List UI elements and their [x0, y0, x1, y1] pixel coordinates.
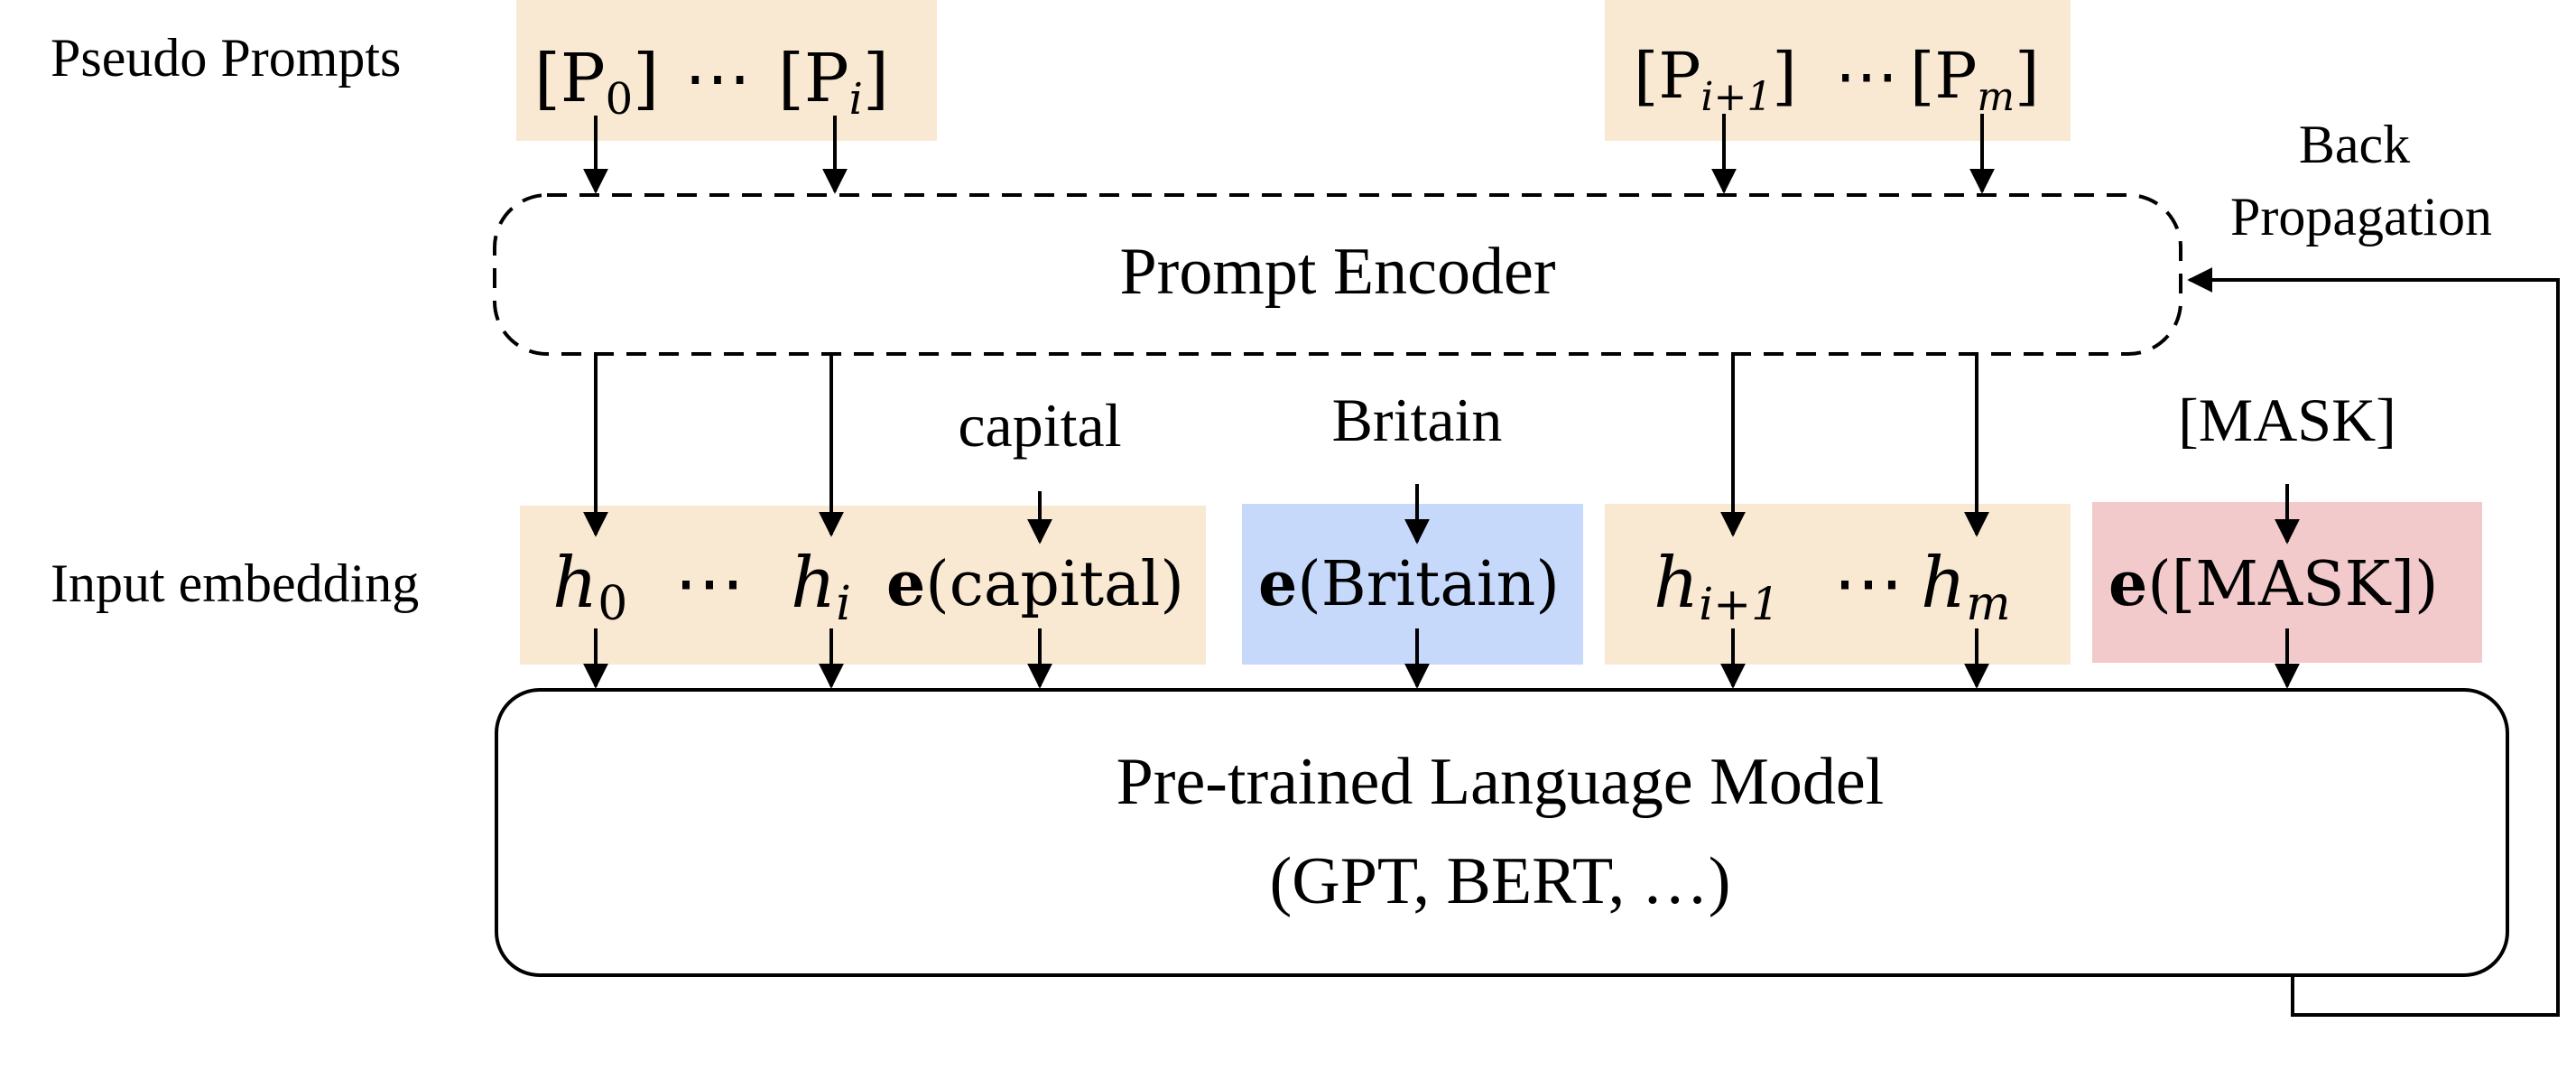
- back-propagation-line-2: Propagation: [2230, 187, 2492, 247]
- embedding-box-prompt-right: [1605, 504, 2071, 665]
- embedding-hm: hm: [1921, 543, 2011, 631]
- pseudo-prompt-box-left: [516, 0, 937, 141]
- prompt-encoder-box: [493, 193, 2182, 356]
- embedding-dots-right: ⋯: [1833, 543, 1904, 624]
- embedding-e-capital: e(capital): [886, 548, 1184, 620]
- arrows-words-to-embeddings: [1027, 484, 2300, 544]
- back-propagation-line-1: Back: [2299, 115, 2410, 174]
- language-model-box: [495, 688, 2509, 977]
- pseudo-token-dots-left: ⋯: [684, 40, 751, 117]
- word-capital: capital: [958, 391, 1121, 460]
- pseudo-prompt-box-right: [1605, 0, 2071, 141]
- embedding-h0: h0: [552, 543, 627, 631]
- arrows-embeddings-to-model: [583, 628, 2300, 689]
- pseudo-token-pm: [Pm]: [1910, 39, 2039, 120]
- embedding-hi1: hi+1: [1654, 543, 1780, 630]
- pseudo-token-pi: [Pi]: [778, 40, 889, 125]
- word-mask: [MASK]: [2178, 386, 2396, 454]
- pseudo-prompts-label: Pseudo Prompts: [51, 28, 401, 88]
- arrows-prompts-to-encoder: [583, 114, 1995, 194]
- arrows-encoder-to-embeddings: [583, 356, 1989, 537]
- back-propagation-arrow: [2187, 267, 2560, 1017]
- word-britain: Britain: [1332, 386, 1503, 454]
- embedding-e-mask: e([MASK]): [2108, 548, 2439, 620]
- pseudo-token-dots-right: ⋯: [1835, 39, 1898, 113]
- embedding-dots-left: ⋯: [674, 543, 745, 624]
- embedding-box-prompt-left: [520, 506, 1206, 665]
- pseudo-token-p0: [P0]: [534, 40, 659, 125]
- language-model-subtitle: (GPT, BERT, …): [1270, 844, 1731, 918]
- back-propagation-label: Back Propagation: [2230, 115, 2492, 247]
- embedding-e-britain: e(Britain): [1258, 548, 1560, 620]
- input-embedding-label: Input embedding: [51, 554, 419, 613]
- embedding-hi: hi: [791, 543, 851, 631]
- prompt-encoder-label: Prompt Encoder: [1120, 235, 1556, 309]
- language-model-title: Pre-trained Language Model: [1117, 745, 1885, 819]
